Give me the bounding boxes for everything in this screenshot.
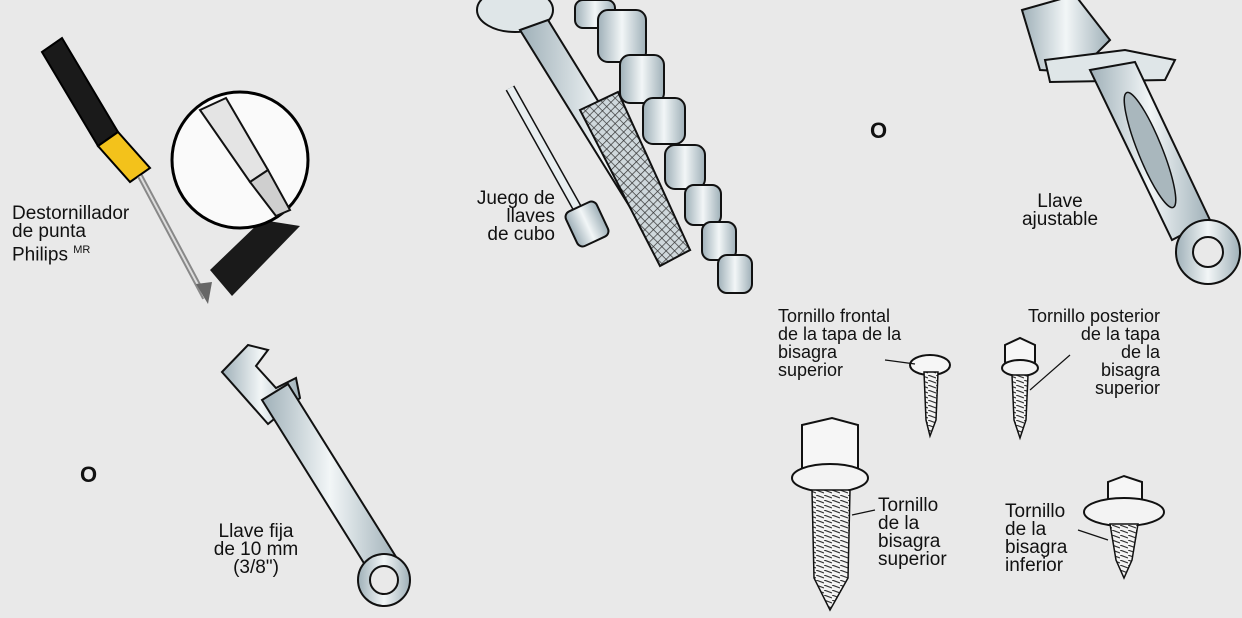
bottom-hinge-bolt-icon xyxy=(1078,476,1164,578)
combination-wrench-label: Llave fija de 10 mm (3/8") xyxy=(200,523,312,577)
or-separator-bottom: O xyxy=(80,462,97,488)
bottom-hinge-bolt-label: Tornillo de la bisagra inferior xyxy=(1005,503,1067,575)
socket-set-label: Juego de llaves de cubo xyxy=(443,190,555,244)
adjustable-wrench-label: Llave ajustable xyxy=(1005,193,1115,229)
top-hinge-bolt-label: Tornillo de la bisagra superior xyxy=(878,497,947,569)
front-cover-screw-label: Tornillo frontal de la tapa de la bisagr… xyxy=(778,307,901,379)
rear-cover-screw-label: Tornillo posterior de la tapa de la bisa… xyxy=(990,307,1160,397)
screwdriver-label: Destornillador de punta Philips MR xyxy=(12,205,129,264)
top-hinge-bolt-icon xyxy=(792,418,875,610)
or-separator-top: O xyxy=(870,118,887,144)
screwdriver-tip-magnifier xyxy=(172,92,308,296)
socket-set-icon xyxy=(477,0,752,293)
adjustable-wrench-icon xyxy=(1022,0,1240,284)
trademark-mark: MR xyxy=(73,244,90,256)
